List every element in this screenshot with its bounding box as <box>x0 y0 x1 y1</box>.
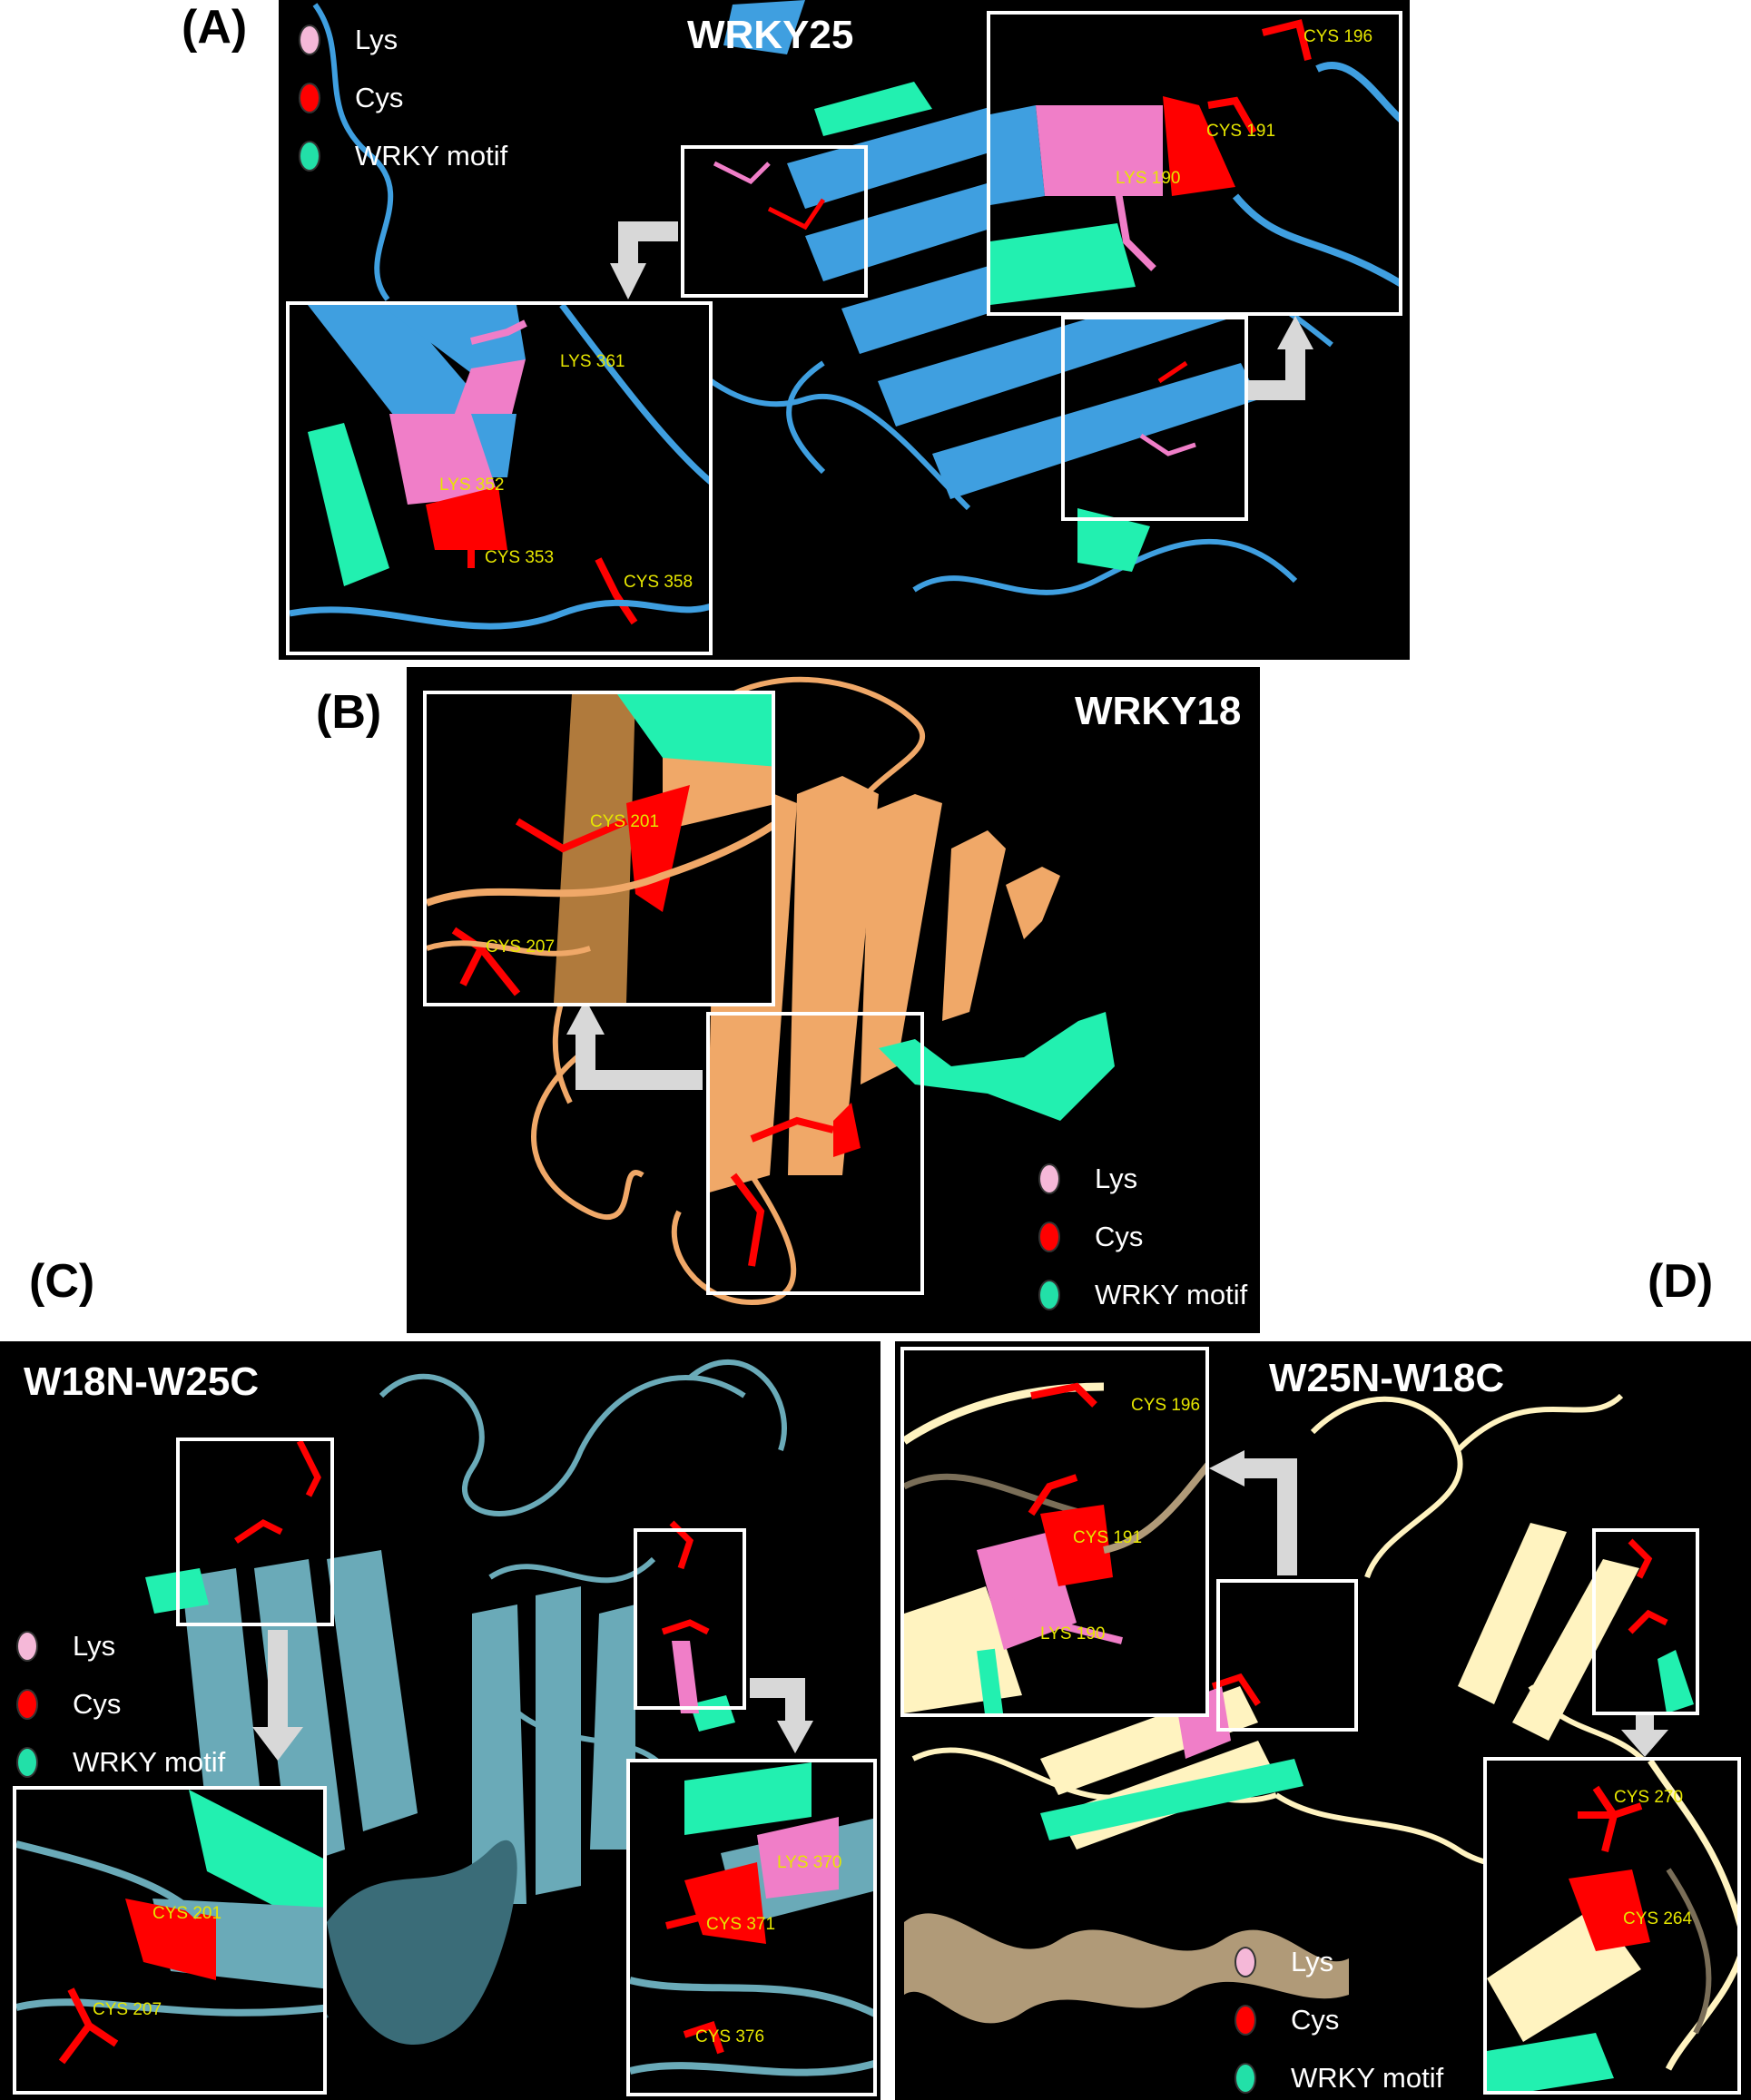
panel-b-title: WRKY18 <box>1075 689 1242 733</box>
panel-d-legend: Lys Cys WRKY motif <box>1235 1933 1443 2100</box>
res-label-cys201-c: CYS 201 <box>152 1904 222 1923</box>
legend-row-wrky: WRKY motif <box>299 127 507 185</box>
panel-a-selection-box-top <box>681 145 868 298</box>
cys-dot-icon <box>299 83 320 113</box>
panel-a-legend: Lys Cys WRKY motif <box>299 11 507 185</box>
zoom-a2-structure <box>290 305 709 630</box>
panel-a-zoom-top-right: CYS 196 CYS 191 LYS 190 <box>987 11 1402 316</box>
panel-c-w18n-w25c: W18N-W25C Lys Cys WRKY motif CYS 201 CYS… <box>0 1341 880 2100</box>
legend-wrky-label: WRKY motif <box>1095 1279 1248 1310</box>
legend-row-cys: Cys <box>1235 1991 1443 2049</box>
res-label-cys201-b: CYS 201 <box>590 812 660 831</box>
res-label-cys191-a: CYS 191 <box>1206 122 1276 141</box>
legend-lys-label: Lys <box>73 1630 116 1662</box>
legend-row-cys: Cys <box>16 1675 225 1733</box>
legend-row-lys: Lys <box>299 11 507 69</box>
panel-b-wrky18: WRKY18 CYS 201 CYS 207 Lys Cys WRKY moti… <box>407 667 1260 1333</box>
lys-dot-icon <box>1235 1947 1256 1977</box>
wrky-dot-icon <box>299 141 320 172</box>
legend-lys-label: Lys <box>1095 1163 1138 1194</box>
legend-row-wrky: WRKY motif <box>1235 2049 1443 2100</box>
panel-a-wrky25: WRKY25 Lys Cys WRKY motif CYS 196 CYS 19… <box>279 0 1410 660</box>
res-label-lys361-a: LYS 361 <box>560 352 625 371</box>
panel-c-title: W18N-W25C <box>24 1359 260 1404</box>
wrky-dot-icon <box>1038 1280 1060 1310</box>
zoom-d2-structure <box>1487 1761 1737 2091</box>
legend-row-cys: Cys <box>299 69 507 127</box>
legend-lys-label: Lys <box>355 24 398 55</box>
cys-dot-icon <box>16 1689 38 1720</box>
panel-letter-a: (A) <box>182 1 248 54</box>
panel-d-zoom-left: CYS 196 CYS 191 LYS 190 <box>900 1347 1209 1717</box>
legend-cys-label: Cys <box>355 82 404 113</box>
res-label-cys371-c: CYS 371 <box>706 1915 776 1934</box>
res-label-cys196-d: CYS 196 <box>1131 1396 1201 1415</box>
panel-letter-c: (C) <box>29 1255 95 1308</box>
wrky-dot-icon <box>1235 2063 1256 2094</box>
res-label-cys207-c: CYS 207 <box>93 2000 162 2019</box>
res-label-lys352-a: LYS 352 <box>439 476 505 495</box>
panel-b-selection-box <box>706 1012 924 1295</box>
panel-c-zoom-left: CYS 201 CYS 207 <box>13 1786 327 2095</box>
res-label-lys370-c: LYS 370 <box>777 1853 842 1872</box>
w25n-w18c-structure <box>904 1393 1694 2024</box>
panel-d-title: W25N-W18C <box>1269 1356 1505 1400</box>
panel-c-selection-box-left <box>176 1438 334 1626</box>
legend-row-wrky: WRKY motif <box>1038 1266 1247 1324</box>
res-label-cys270-d: CYS 270 <box>1614 1788 1684 1807</box>
zoom-b-structure <box>427 694 772 1003</box>
zoom-a1-structure <box>990 19 1399 305</box>
panel-a-selection-box-bottom <box>1061 316 1248 521</box>
res-label-cys196-a: CYS 196 <box>1303 27 1373 46</box>
legend-cys-label: Cys <box>73 1688 122 1720</box>
legend-row-wrky: WRKY motif <box>16 1733 225 1791</box>
panel-b-zoom: CYS 201 CYS 207 <box>423 691 775 1006</box>
legend-wrky-label: WRKY motif <box>355 140 508 172</box>
res-label-lys190-a: LYS 190 <box>1116 169 1181 188</box>
legend-cys-label: Cys <box>1291 2004 1340 2036</box>
panel-d-selection-box-right <box>1592 1528 1699 1715</box>
res-label-cys191-d: CYS 191 <box>1073 1528 1143 1547</box>
legend-cys-label: Cys <box>1095 1221 1144 1252</box>
panel-d-zoom-right: CYS 270 CYS 264 <box>1483 1757 1741 2095</box>
legend-wrky-label: WRKY motif <box>1291 2062 1444 2094</box>
panel-a-title: WRKY25 <box>687 13 854 57</box>
panel-c-selection-box-right <box>634 1528 746 1710</box>
lys-dot-icon <box>299 25 320 55</box>
panel-c-legend: Lys Cys WRKY motif <box>16 1617 225 1791</box>
legend-row-cys: Cys <box>1038 1208 1247 1266</box>
legend-row-lys: Lys <box>1235 1933 1443 1991</box>
zoom-d1-structure <box>904 1382 1205 1713</box>
cys-dot-icon <box>1235 2005 1256 2036</box>
panel-d-selection-box-left <box>1216 1579 1358 1732</box>
res-label-lys190-d: LYS 190 <box>1040 1624 1106 1644</box>
panel-letter-b: (B) <box>316 686 382 739</box>
res-label-cys376-c: CYS 376 <box>695 2027 765 2046</box>
panel-d-w25n-w18c: W25N-W18C CYS 196 CYS 191 LYS 190 <box>895 1341 1751 2100</box>
legend-row-lys: Lys <box>16 1617 225 1675</box>
panel-letter-d: (D) <box>1648 1255 1714 1308</box>
lys-dot-icon <box>1038 1163 1060 1194</box>
zoom-c1-structure <box>16 1790 323 2065</box>
res-label-cys264-d: CYS 264 <box>1623 1909 1693 1928</box>
cys-dot-icon <box>1038 1222 1060 1252</box>
zoom-c2-structure <box>630 1762 873 2076</box>
panel-a-zoom-bottom-left: LYS 361 LYS 352 CYS 353 CYS 358 <box>286 301 713 655</box>
panel-b-legend: Lys Cys WRKY motif <box>1038 1150 1247 1324</box>
res-label-cys358-a: CYS 358 <box>624 573 694 592</box>
legend-row-lys: Lys <box>1038 1150 1247 1208</box>
wrky-dot-icon <box>16 1747 38 1778</box>
legend-lys-label: Lys <box>1291 1946 1334 1977</box>
panel-c-zoom-right: LYS 370 CYS 371 CYS 376 <box>626 1759 877 2096</box>
res-label-cys353-a: CYS 353 <box>485 548 555 567</box>
lys-dot-icon <box>16 1631 38 1662</box>
legend-wrky-label: WRKY motif <box>73 1746 226 1778</box>
res-label-cys207-b: CYS 207 <box>486 937 556 957</box>
